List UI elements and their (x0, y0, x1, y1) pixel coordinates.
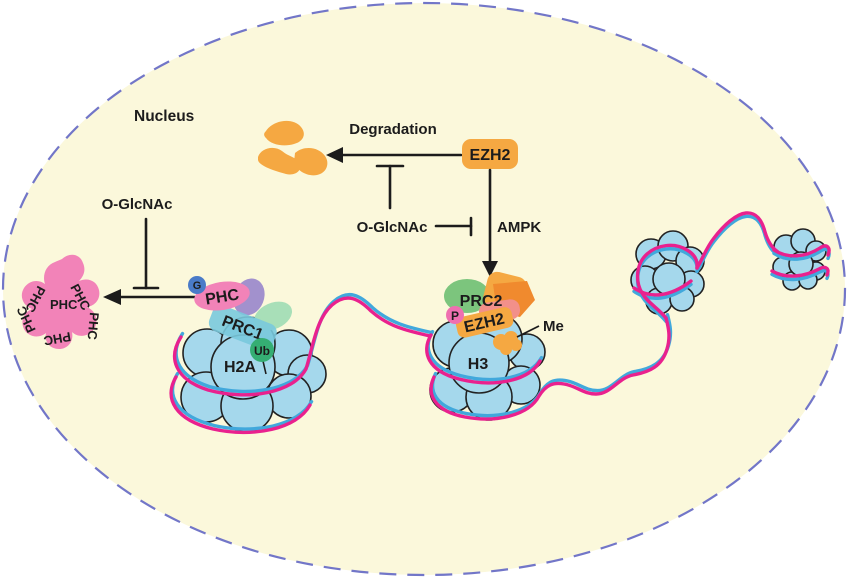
prc2-label: PRC2 (460, 293, 503, 310)
fragment-blob (258, 147, 301, 175)
inhibition-tbar-ampk (434, 216, 473, 237)
ub-label: Ub (254, 344, 270, 358)
ub-stem-line (262, 360, 267, 375)
g-badge (188, 276, 206, 294)
h3-label: H3 (468, 356, 489, 373)
degraded-protein-fragments (258, 120, 328, 176)
o-glcnac-phc-label: O-GlcNAc (102, 196, 173, 213)
ezh2-label: EZH2 (470, 147, 511, 164)
inhibition-tbar-degradation (375, 164, 405, 210)
g-label: G (193, 280, 202, 292)
phc-aggregate-label-0: PHC (50, 297, 78, 312)
fragment-blob (264, 120, 304, 146)
prc2-subunit-green (444, 279, 490, 313)
ub-badge (250, 338, 274, 362)
degradation-label: Degradation (349, 121, 437, 138)
nucleosome-right (429, 313, 546, 421)
ampk-label: AMPK (497, 219, 541, 236)
inhibition-tbar-phc (132, 217, 160, 290)
me-pointer-line (516, 325, 540, 338)
o-glcnac-degradation-label: O-GlcNAc (357, 219, 428, 236)
nucleus-label: Nucleus (134, 108, 194, 125)
phc-aggregate-label-2: PHC (85, 312, 102, 341)
p-label: P (451, 309, 459, 323)
ezh2-box (462, 139, 518, 169)
degradation-arrow (326, 147, 463, 163)
phc-aggregate-label-3: PHC (42, 329, 72, 349)
phc-ellipse (194, 281, 250, 311)
phc-label: PHC (204, 286, 240, 308)
h2a-label: H2A (224, 359, 256, 376)
p-badge (446, 306, 464, 324)
fragment-blob (294, 147, 328, 176)
phc-aggregate-star (21, 254, 100, 349)
me-mark-blob (493, 331, 522, 355)
dna-strand-magenta (169, 211, 831, 435)
me-label: Me (543, 318, 564, 335)
ampk-arrow (482, 168, 498, 277)
phc-aggregation-arrow (103, 289, 198, 305)
ezh2-complex-box (455, 307, 514, 338)
